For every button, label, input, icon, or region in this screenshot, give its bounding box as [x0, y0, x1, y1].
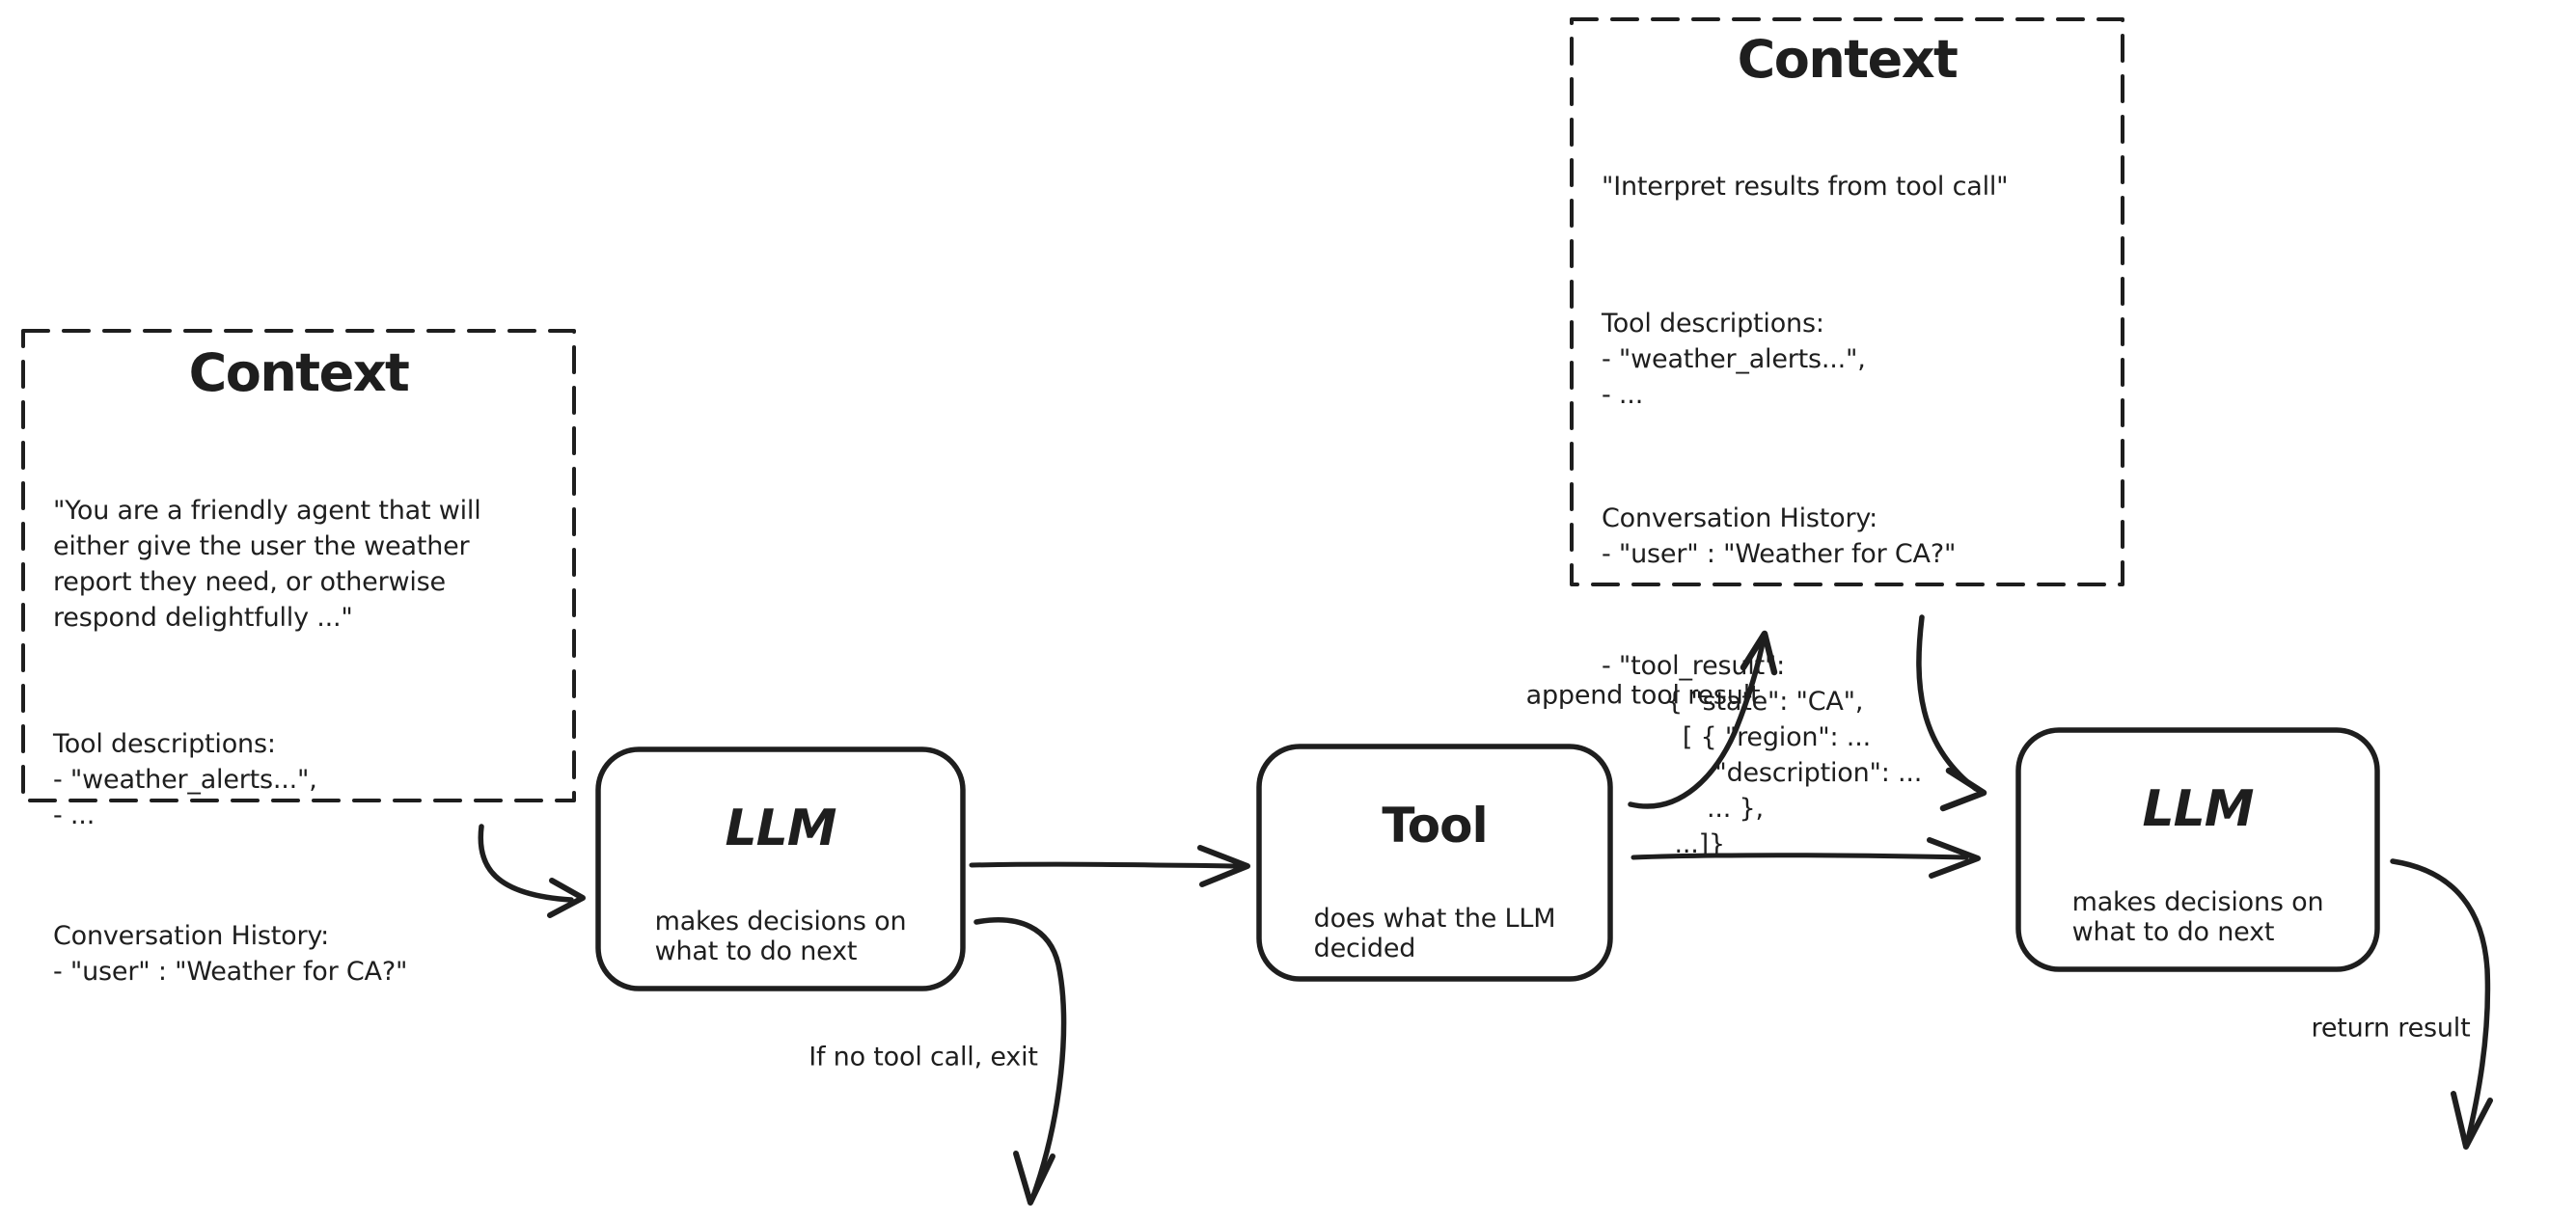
label-append-tool-result: append tool result [1525, 680, 1761, 711]
context2-tool-result: - "tool_result": { "state": "CA", [ { "r… [1602, 651, 1923, 859]
arrow-llm1-exit [973, 917, 1067, 1206]
context1-body: "You are a friendly agent that will eith… [21, 402, 576, 1061]
llm2-border [2015, 727, 2380, 972]
context1-title: Context [188, 342, 410, 403]
tool-subtitle: does what the LLM decided [1313, 904, 1556, 963]
context1-conversation-history: Conversation History: - "user" : "Weathe… [53, 921, 408, 987]
llm2-subtitle: makes decisions on what to do next [2071, 887, 2324, 947]
arrow-context2-to-llm2 [1916, 614, 1987, 812]
tool-title: Tool [1382, 798, 1488, 854]
context2-border [1570, 17, 2124, 586]
context1-border [21, 329, 576, 802]
llm1-title: LLM [725, 800, 836, 857]
context1-tool-descriptions: Tool descriptions: - "weather_alerts..."… [53, 729, 317, 830]
context2-tool-descriptions: Tool descriptions: - "weather_alerts..."… [1602, 309, 1866, 410]
context1-system-prompt: "You are a friendly agent that will eith… [53, 496, 481, 633]
arrow-llm1-to-tool [969, 845, 1250, 887]
context-box-1: Context "You are a friendly agent that w… [21, 329, 576, 988]
context2-body: "Interpret results from tool call" Tool … [1570, 89, 2124, 934]
arrow-llm2-return [2390, 858, 2493, 1150]
arrow-tool-to-llm2 [1631, 837, 1981, 879]
label-no-tool-call-exit: If no tool call, exit [808, 1042, 1038, 1072]
arrow-tool-to-context2 [1628, 630, 1778, 809]
context2-system-prompt: "Interpret results from tool call" [1602, 172, 2009, 202]
context-box-2: Context "Interpret results from tool cal… [1570, 17, 2124, 860]
context2-title: Context [1737, 29, 1959, 90]
node-llm-1: LLM makes decisions on what to do next [596, 747, 965, 990]
llm1-subtitle: makes decisions on what to do next [654, 907, 907, 966]
llm1-border [595, 746, 966, 991]
node-llm-2: LLM makes decisions on what to do next [2016, 728, 2379, 971]
context2-conversation-history: Conversation History: - "user" : "Weathe… [1602, 503, 1957, 569]
node-tool: Tool does what the LLM decided [1257, 745, 1612, 981]
llm2-title: LLM [2142, 780, 2254, 838]
label-return-result: return result [2311, 1013, 2471, 1044]
tool-border [1256, 744, 1613, 982]
arrow-context1-to-llm1 [478, 824, 586, 918]
